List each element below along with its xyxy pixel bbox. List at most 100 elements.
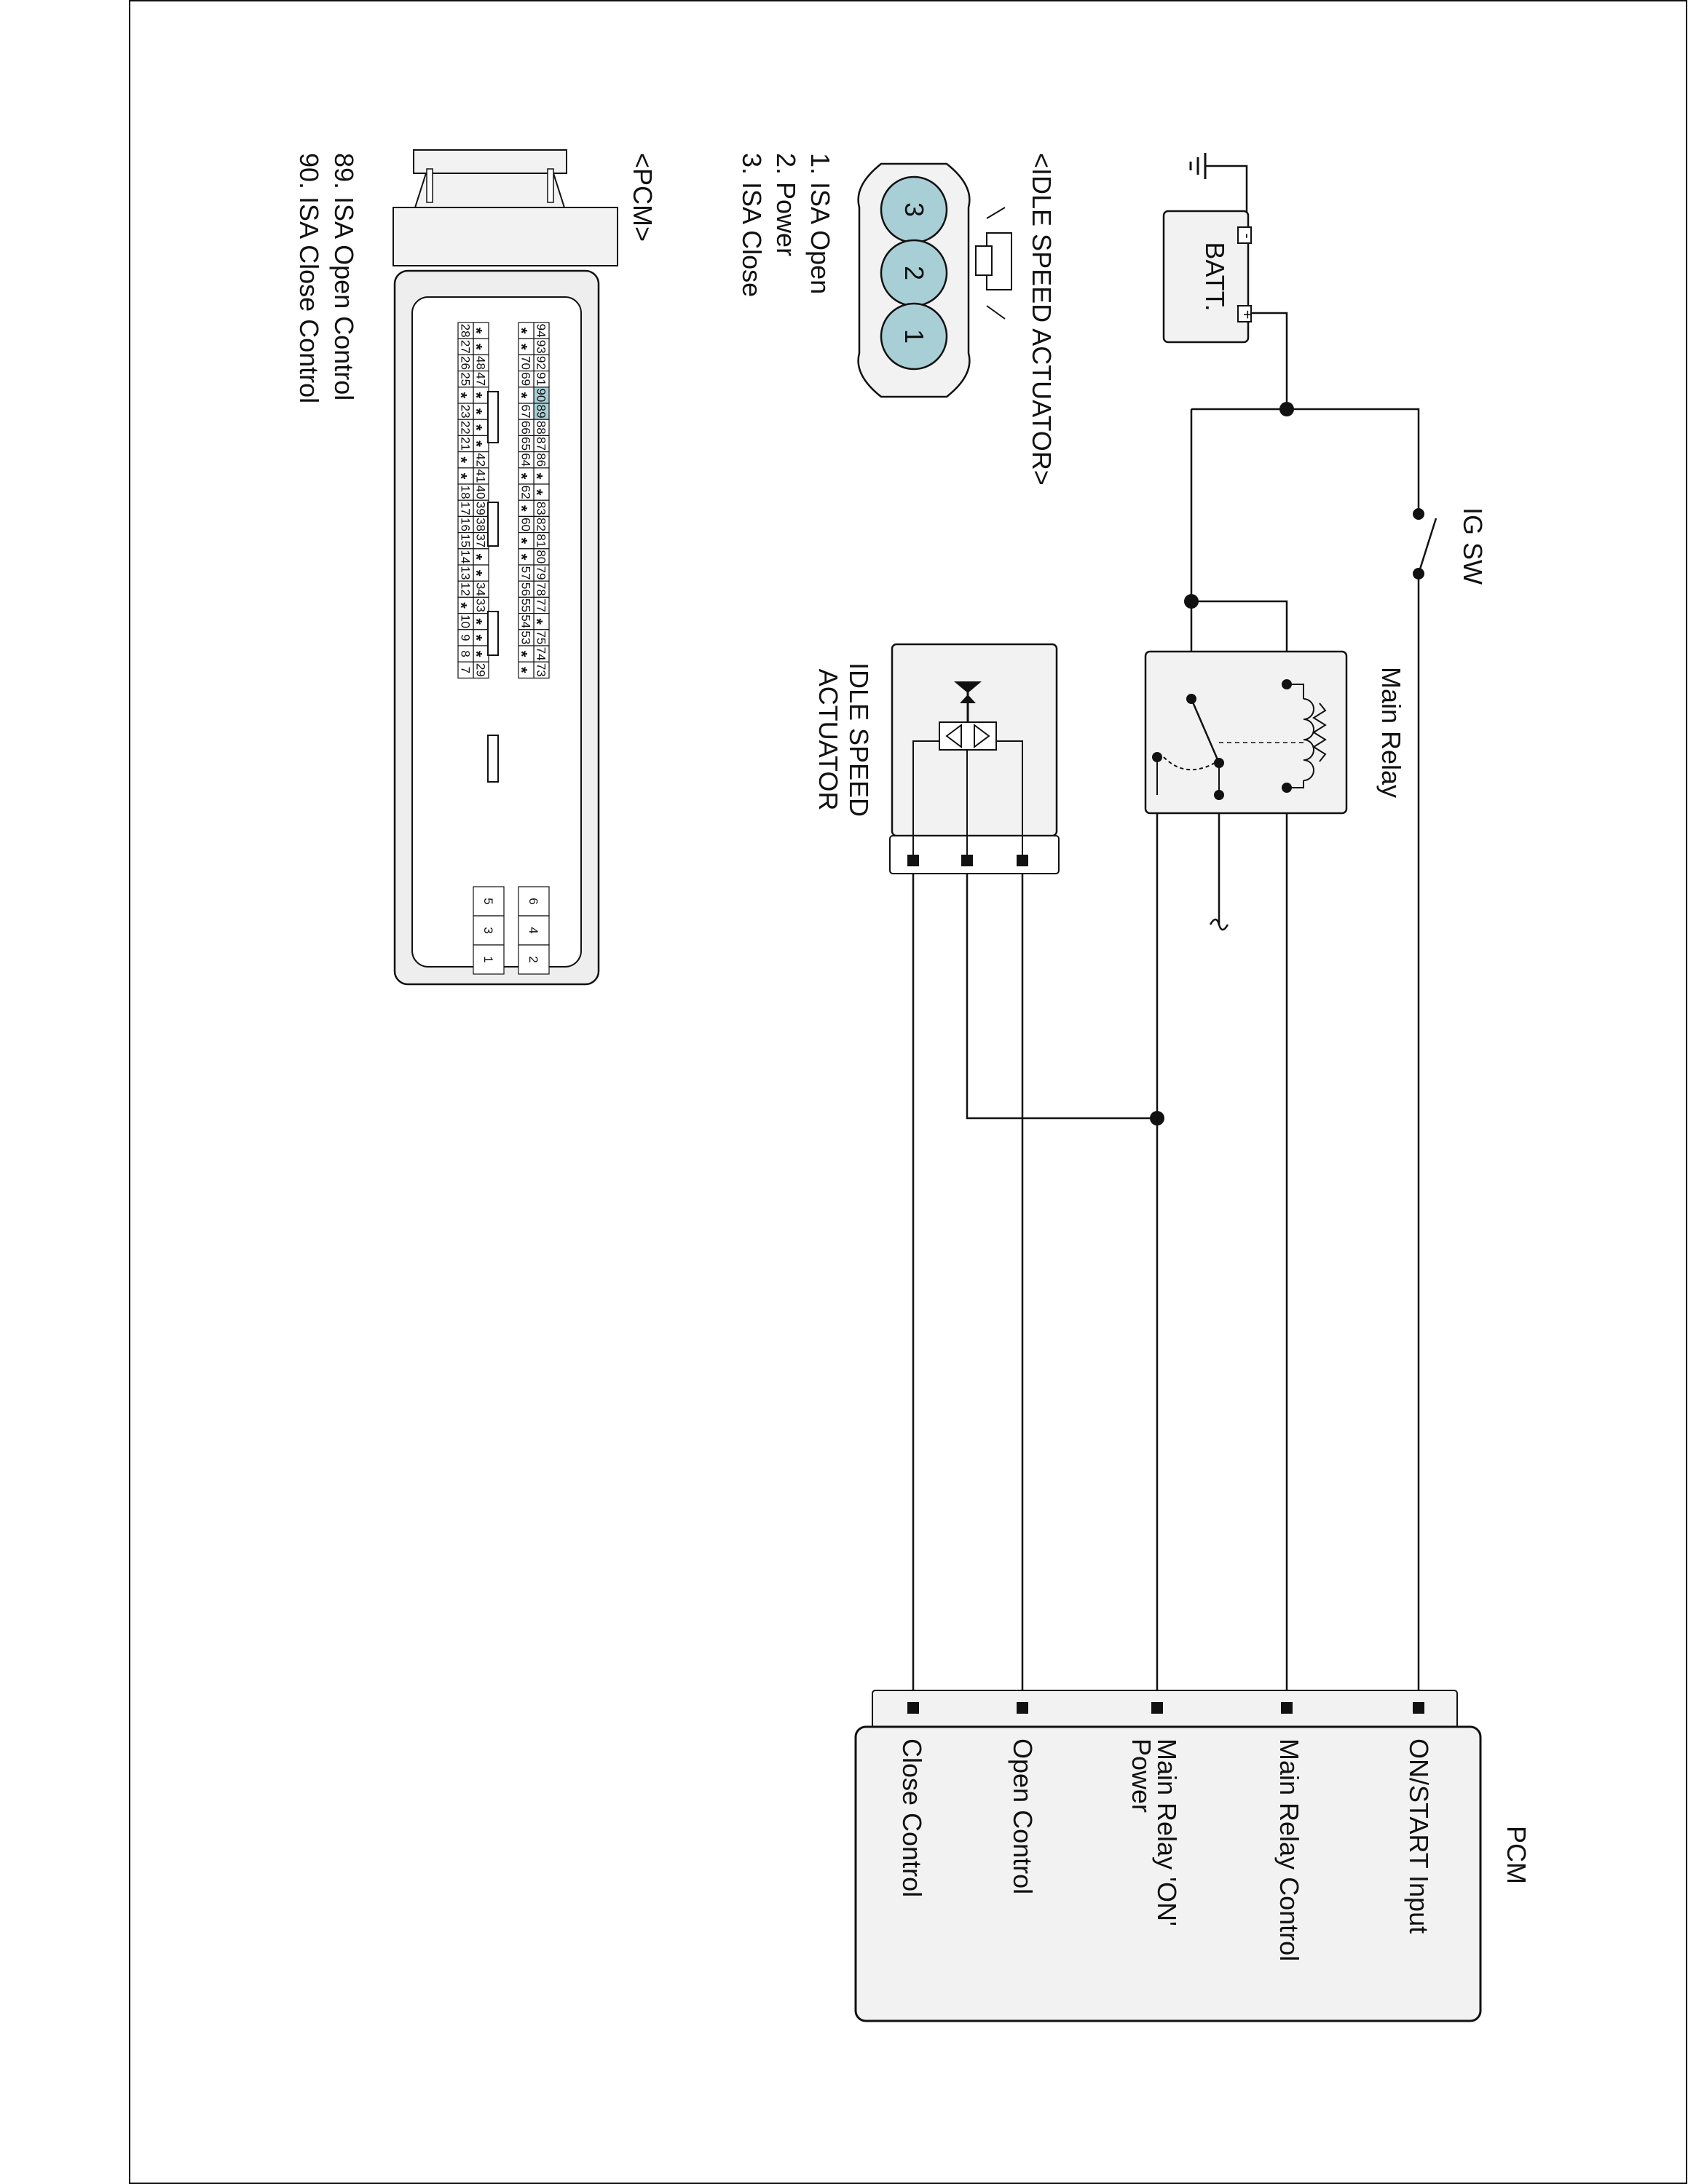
pcm-pin-cell [457,661,474,679]
pcm-pin-label: * [468,570,486,577]
pcm-pin-label: * [513,473,531,480]
pcm-pin-desc-89: 89. ISA Open Control [329,153,359,400]
pcm-pin-label: 56 [519,582,533,596]
pcm-small-pin-label: 6 [526,898,540,904]
junction-dots [1150,402,1294,1125]
pcm-pin-label: 40 [474,486,488,499]
pcm-pin-label: 17 [459,502,473,515]
pcm-pin-label: 7 [459,667,473,673]
pcm-pin-label: 13 [459,566,473,580]
pcm-pin-label: * [452,392,470,399]
pcm-pin-label: 37 [474,534,488,547]
pcm-pin-open-control: Open Control [1008,1738,1038,1894]
pcm-pin-main-relay-on-line1: Main Relay 'ON' [1152,1738,1182,1926]
isa-pin-desc-1: 1. ISA Open [805,153,835,294]
pcm-pin-label: * [468,635,486,641]
pcm-pin-label: 26 [459,356,473,370]
pcm-pin-label: 18 [459,486,473,499]
pcm-small-pin-label: 2 [526,956,540,962]
pcm-pin-label: 25 [459,372,473,386]
wire-break-icon [1209,918,1229,931]
pcm-small-pin-label: 3 [481,927,495,933]
pcm-pin-label: * [468,651,486,657]
pcm-pin-label: 14 [459,550,473,563]
isa-title-line1: IDLE SPEED [844,662,874,817]
pcm-pin-label: 65 [519,437,533,451]
pcm-connector-title: <PCM> [628,153,658,242]
isa-pin-desc-3: 3. ISA Close [737,153,767,297]
pcm-pin-label: 67 [519,405,533,419]
pcm-pin-label: 92 [535,356,548,370]
pcm-pin-label: 87 [535,437,548,451]
pcm-pin-label: 88 [535,421,548,435]
pcm-connector-view: <PCM> 949392919089888786**83828180797877… [294,149,658,986]
pcm-pin-label: 62 [519,486,533,499]
pcm-pin-label: * [468,618,486,625]
pcm-pin-label: 15 [459,534,473,547]
isa-cavity-3: 3 [899,202,929,217]
pcm-pin-label: 42 [474,453,488,467]
pcm-pin-label: * [513,554,531,561]
batt-label: BATT. [1200,242,1230,311]
pcm-pin-label: * [513,667,531,673]
pcm-pin-cell [518,661,535,679]
pcm-pin-label: 64 [519,453,533,467]
main-relay-label: Main Relay [1376,667,1406,798]
pcm-pin-label: * [528,618,546,625]
pcm-pin-label: 29 [474,663,488,677]
pcm-pin-label: 38 [474,518,488,531]
pcm-pin-label: 54 [519,614,533,628]
isa-connector-view: <IDLE SPEED ACTUATOR> 3 2 1 1. ISA Open … [737,153,1057,486]
isa-cavity-2: 2 [899,266,929,280]
isa-cavity-1: 1 [899,329,929,344]
pcm-pin-label: 16 [459,518,473,531]
page-frame [129,0,1687,2184]
pcm-pin-main-relay-on-line2: Power [1127,1738,1156,1813]
pcm-pin-label: 12 [459,582,473,596]
pcm-pin-label: 77 [535,598,548,612]
pcm-pin-label: 79 [535,566,548,580]
pcm-small-pin-cell [518,915,550,946]
pcm-pin-label: * [468,554,486,561]
pcm-pin-label: * [528,489,546,496]
isa-pin-desc-2: 2. Power [771,153,801,256]
pcm-pin-label: * [513,344,531,350]
pcm-pin-label: * [452,473,470,480]
pcm-pin-label: 48 [474,356,488,370]
pcm-pin-label: 94 [535,324,548,338]
ig-switch: IG SW [1413,507,1488,585]
pcm-pin-label: * [513,392,531,399]
pcm-pin-label: 28 [459,324,473,338]
battery: - + BATT. [1162,153,1257,344]
pcm-box: PCM ON/START Input Main Relay Control Ma… [854,1690,1531,2022]
pcm-pin-close-control: Close Control [897,1738,927,1897]
pcm-pin-label: 86 [535,453,548,467]
pcm-pin-label: 8 [459,650,473,657]
pcm-small-pin-cell [518,944,550,975]
pcm-pin-label: 23 [459,405,473,419]
pcm-pin-label: * [468,440,486,447]
pcm-pin-label: 75 [535,630,548,644]
isa-title-line2: ACTUATOR [813,669,843,811]
pcm-pin-label: 55 [519,598,533,612]
pcm-pin-label: * [528,473,546,480]
pcm-pin-label: 21 [459,437,473,451]
pcm-pin-label: 33 [474,598,488,612]
wires [912,165,1420,1707]
isa-connector-title: <IDLE SPEED ACTUATOR> [1027,153,1057,486]
pcm-pin-label: 39 [474,502,488,515]
pcm-pin-label: 60 [519,518,533,531]
pcm-pin-label: 74 [535,647,548,661]
pcm-pin-label: 22 [459,421,473,435]
pcm-pin-label: 80 [535,550,548,563]
pcm-pin-label: 34 [474,582,488,596]
pcm-pin-main-relay-control: Main Relay Control [1274,1738,1304,1961]
main-relay: Main Relay [1144,650,1406,815]
pcm-pin-label: * [468,424,486,431]
pcm-pin-grid: 949392919089888786**83828180797877*75747… [452,322,550,975]
pcm-pin-label: * [513,328,531,334]
pcm-pin-label: 93 [535,340,548,354]
pcm-small-pin-cell [518,886,550,917]
pcm-pin-on-start: ON/START Input [1404,1738,1434,1934]
